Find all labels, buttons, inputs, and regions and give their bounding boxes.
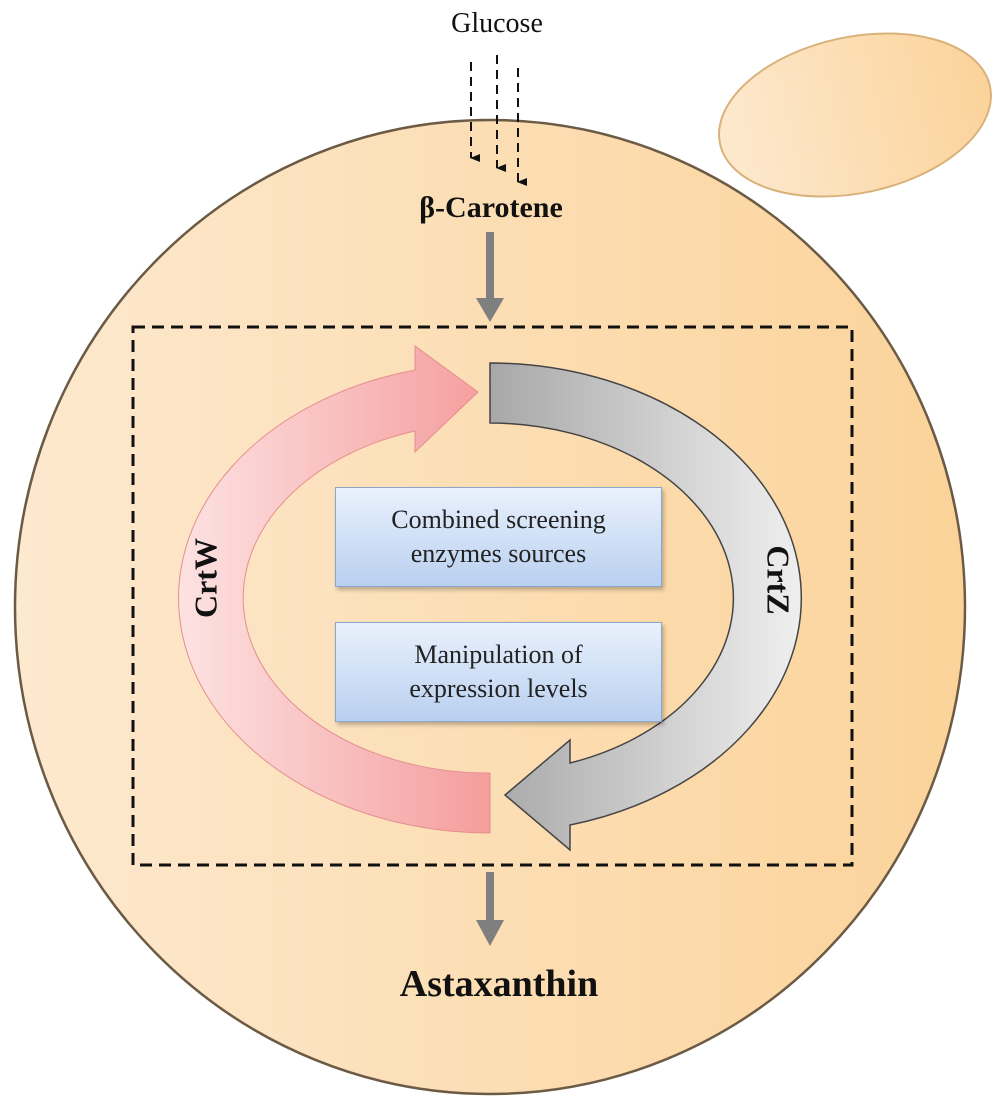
crtz-label: CrtZ — [760, 545, 797, 615]
yeast-bud — [718, 32, 992, 198]
strategy-line: Manipulation of — [414, 640, 583, 670]
crtw-arrow — [178, 345, 491, 834]
glucose-dashed-arrows — [470, 55, 527, 186]
crtz-arrow — [489, 362, 803, 852]
strategy-box-expression: Manipulation of expression levels — [335, 622, 662, 722]
strategy-line: expression levels — [409, 674, 588, 703]
glucose-label: Glucose — [451, 8, 543, 39]
carotene-to-module-arrow — [476, 232, 504, 322]
strategy-line: enzymes sources — [410, 539, 587, 568]
astaxanthin-label: Astaxanthin — [399, 963, 599, 1005]
module-to-astaxanthin-arrow — [476, 872, 504, 946]
yeast-cell — [13, 118, 967, 1096]
strategy-line: Combined screening — [391, 505, 606, 535]
engineering-module-box — [131, 325, 854, 867]
strategy-box-screening: Combined screening enzymes sources — [335, 487, 662, 587]
beta-carotene-label: β-Carotene — [419, 191, 563, 224]
crtw-label: CrtW — [187, 538, 224, 618]
